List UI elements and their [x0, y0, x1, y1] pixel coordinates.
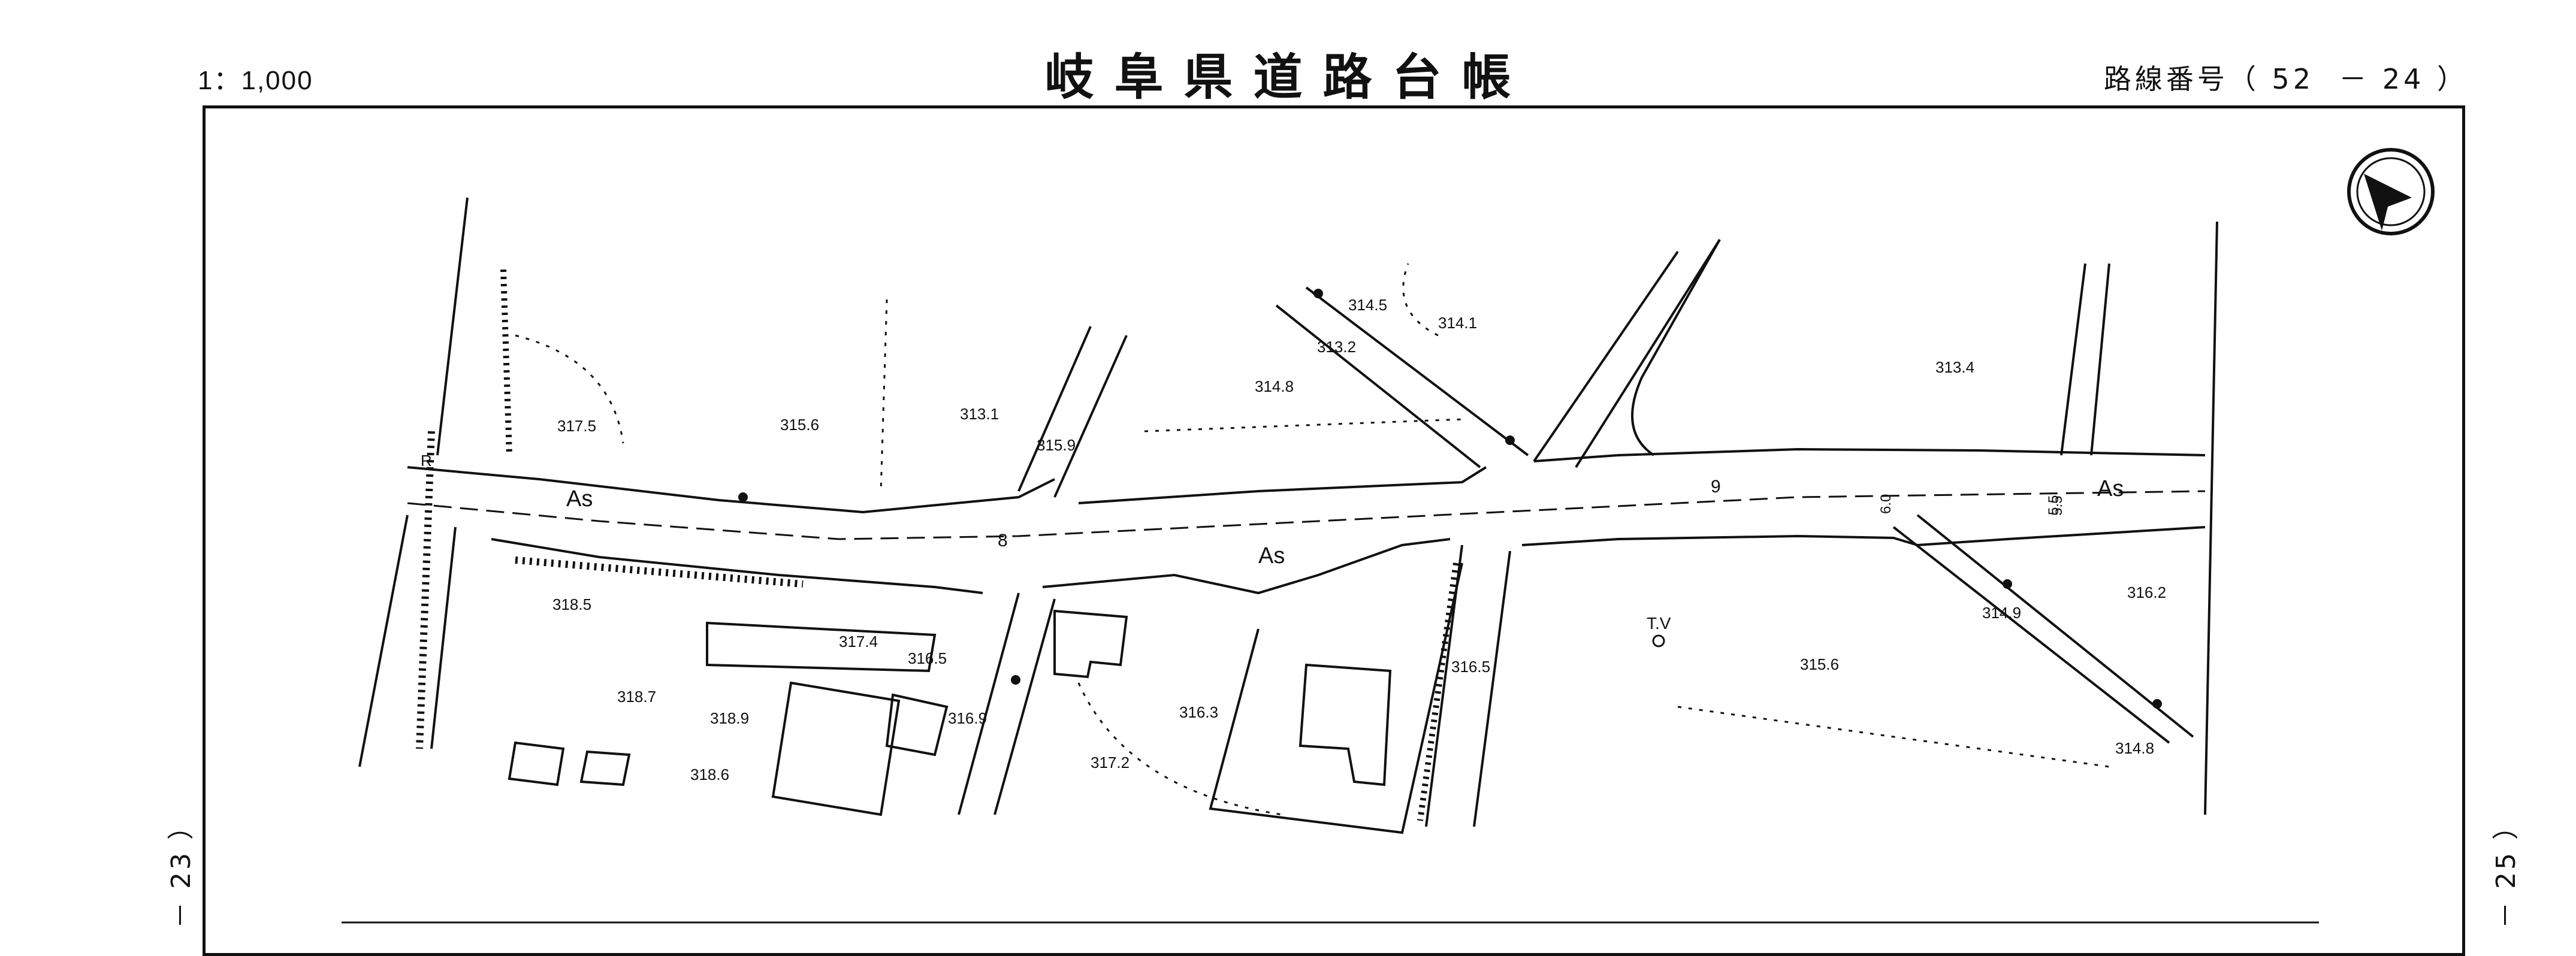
road-label-r: R [421, 452, 432, 470]
pavement-label: As [1258, 543, 1285, 568]
building-6 [579, 750, 631, 786]
tv-marker-icon [1652, 634, 1665, 648]
building-2 [1053, 609, 1128, 679]
parcel-boundary-3 [1144, 418, 1463, 432]
road-centre-line [407, 490, 2206, 540]
side-road-north-b [1053, 335, 1128, 498]
northeast-strip-a [2060, 263, 2086, 456]
building-5 [508, 741, 565, 786]
road-width-label: 6.0 [1878, 494, 1894, 514]
side-road-northwest [1305, 286, 1529, 456]
pole-icon [1505, 435, 1515, 445]
elevation-label: 315.6 [780, 416, 819, 434]
elevation-label: 317.2 [1091, 754, 1130, 772]
elevation-label: 313.2 [1317, 338, 1356, 356]
road-width-label: 8 [998, 531, 1008, 550]
pole-icon [2003, 579, 2012, 589]
elevation-label: 318.9 [710, 709, 749, 727]
elevation-label: 314.8 [1255, 377, 1294, 395]
pole-icon [1313, 289, 1323, 298]
road-width-label: 9 [1711, 477, 1721, 497]
pole-icon [2152, 699, 2162, 709]
elevation-label: 315.6 [1800, 655, 1839, 673]
road-edge-south-mid [1042, 538, 1451, 595]
pavement-label: As [566, 486, 593, 512]
elevation-label: 318.6 [690, 766, 729, 783]
page-title: 岐阜県道路台帳 [1044, 49, 1532, 106]
pole-icon [738, 492, 748, 502]
elevation-label: 314.8 [2115, 739, 2154, 757]
elevation-label: 318.7 [617, 688, 656, 706]
side-road-northeast-b [1575, 238, 1721, 468]
road-edge-north-mid [1078, 466, 1487, 504]
road-edge-north-east [1533, 447, 2206, 462]
route-number: 路線番号（ 52 － 24 ） [2103, 63, 2468, 95]
parcel-boundary-4 [1677, 706, 2110, 768]
elevation-label: 313.4 [1935, 358, 1974, 376]
east-boundary [2204, 221, 2218, 815]
building-3 [771, 681, 901, 816]
road-edge-south-east [1521, 534, 1918, 546]
side-road-west-1 [436, 197, 469, 456]
elevation-label: 315.9 [1037, 436, 1076, 454]
side-road-northeast-a [1533, 250, 1679, 462]
road-edge-south-far-east [1917, 526, 2206, 546]
side-road-northeast-curve [1631, 239, 1721, 456]
side-road-north-a [1017, 326, 1092, 492]
elevation-label: 314.9 [1982, 604, 2021, 622]
pavement-label: As [2097, 476, 2124, 501]
elevation-label: 317.5 [557, 417, 596, 435]
elevation-label: 316.3 [1179, 703, 1218, 721]
side-road-west-3 [430, 527, 457, 749]
wall-hatch-north-strip [500, 269, 512, 456]
side-road-southeast-a [1892, 526, 2170, 744]
elevation-label: 316.5 [1451, 658, 1490, 676]
side-road-south-mid-b [1473, 550, 1511, 827]
map-scale: 1：1,000 [198, 66, 313, 95]
side-road-southeast-b [1916, 514, 2194, 738]
building-1 [1298, 663, 1392, 786]
elevation-label: 314.5 [1348, 296, 1387, 314]
elevation-label: 316.9 [948, 709, 987, 727]
elevation-label: 317.4 [839, 633, 878, 651]
elevation-label: 316.2 [2127, 583, 2166, 601]
elevation-label: 318.5 [552, 595, 591, 613]
wall-hatch-east [1417, 562, 1459, 821]
road-width-label: 5.5 [2046, 495, 2062, 515]
parcel-boundary-1 [515, 334, 624, 444]
parcel-south [1209, 562, 1463, 834]
wall-hatch-south [515, 556, 804, 588]
elevation-label: 316.5 [908, 649, 947, 667]
parcel-boundary-6 [1077, 682, 1283, 816]
north-arrow-icon [2347, 148, 2435, 235]
wall-hatch-west [416, 431, 435, 749]
northeast-strip-b [2090, 263, 2110, 456]
tv-label: T.V [1647, 614, 1671, 633]
side-road-south-b [993, 598, 1056, 815]
road-edge-south-west [491, 538, 983, 594]
elevation-label: 313.1 [960, 405, 999, 423]
side-road-northwest-2 [1275, 304, 1481, 468]
traffic-island [706, 621, 937, 673]
elevation-label: 314.1 [1438, 314, 1477, 332]
road-edge-north-west [407, 466, 1055, 514]
parcel-boundary-2 [880, 299, 888, 492]
side-road-west-2 [358, 515, 409, 767]
building-4 [885, 693, 949, 757]
road-width-label: 5.5 [2049, 496, 2065, 516]
side-road-south-a [958, 592, 1020, 815]
parcel-boundary-5 [1402, 263, 1439, 337]
pole-icon [1011, 675, 1020, 685]
